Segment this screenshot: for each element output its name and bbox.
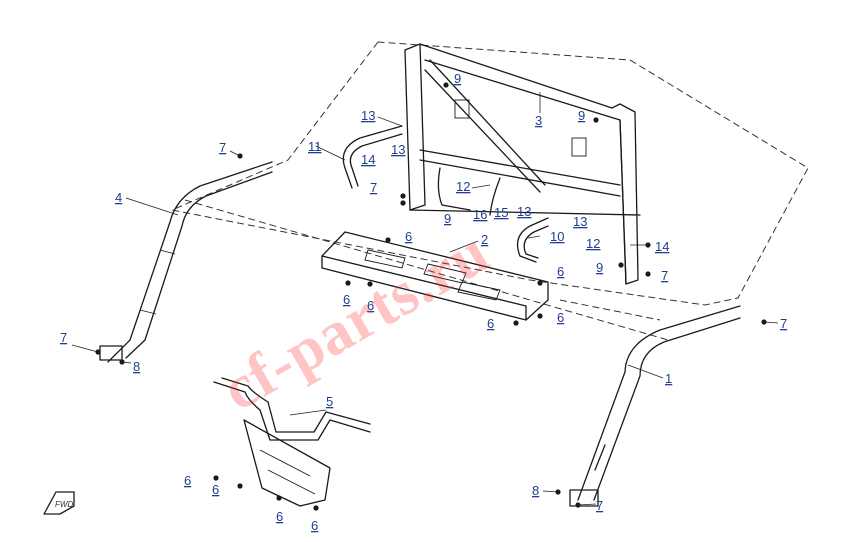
callout-part-6[interactable]: 6 <box>557 310 564 325</box>
leader-lines <box>71 92 779 506</box>
callout-part-7[interactable]: 7 <box>370 180 377 195</box>
callout-part-11[interactable]: 11 <box>308 139 322 154</box>
callout-part-6[interactable]: 6 <box>405 229 412 244</box>
callout-part-1[interactable]: 1 <box>665 371 672 386</box>
callout-part-7[interactable]: 7 <box>661 268 668 283</box>
callout-part-16[interactable]: 16 <box>473 207 487 222</box>
callout-part-6[interactable]: 6 <box>184 473 191 488</box>
callout-part-7[interactable]: 7 <box>60 330 67 345</box>
callout-part-6[interactable]: 6 <box>311 518 318 533</box>
fasteners <box>95 82 767 511</box>
callout-part-9[interactable]: 9 <box>454 71 461 86</box>
watermark: cf-parts.ru <box>211 218 501 424</box>
callout-part-13[interactable]: 13 <box>573 214 587 229</box>
callout-part-9[interactable]: 9 <box>444 211 451 226</box>
right-roll-bar-part-1 <box>569 305 741 507</box>
callout-part-13[interactable]: 13 <box>391 142 405 157</box>
callout-part-6[interactable]: 6 <box>557 264 564 279</box>
bent-tube-part-10 <box>516 217 549 263</box>
callout-part-7[interactable]: 7 <box>780 316 787 331</box>
front-handlebar-part-5 <box>213 377 371 507</box>
bent-tube-part-11 <box>342 125 403 189</box>
callout-part-6[interactable]: 6 <box>487 316 494 331</box>
callout-part-6[interactable]: 6 <box>343 292 350 307</box>
callout-part-13[interactable]: 13 <box>361 108 375 123</box>
callout-part-8[interactable]: 8 <box>133 359 140 374</box>
callout-part-12[interactable]: 12 <box>456 179 470 194</box>
callout-part-6[interactable]: 6 <box>212 482 219 497</box>
fwd-label: FWD <box>55 500 73 509</box>
callout-labels: 1 2 3 4 5 6 6 6 6 6 6 6 6 6 6 7 7 7 7 7 … <box>60 71 787 533</box>
callout-part-9[interactable]: 9 <box>596 260 603 275</box>
callout-part-4[interactable]: 4 <box>115 190 122 205</box>
crossbar-part-2 <box>321 231 549 321</box>
callout-part-5[interactable]: 5 <box>326 394 333 409</box>
callout-part-8[interactable]: 8 <box>532 483 539 498</box>
callout-part-7[interactable]: 7 <box>219 140 226 155</box>
callout-part-13[interactable]: 13 <box>517 204 531 219</box>
rear-frame-part-3 <box>404 43 641 285</box>
assembly-reference-outline <box>170 41 809 341</box>
callout-part-14[interactable]: 14 <box>655 239 669 254</box>
callout-part-6[interactable]: 6 <box>367 298 374 313</box>
forward-arrow-icon: FWD <box>43 491 75 515</box>
callout-part-3[interactable]: 3 <box>535 113 542 128</box>
callout-part-14[interactable]: 14 <box>361 152 375 167</box>
callout-part-2[interactable]: 2 <box>481 232 488 247</box>
hose-bundle-parts-12-15-16 <box>437 167 501 216</box>
callout-part-12[interactable]: 12 <box>586 236 600 251</box>
callout-part-7[interactable]: 7 <box>596 498 603 513</box>
left-roll-bar-part-4 <box>99 161 273 363</box>
callout-part-10[interactable]: 10 <box>550 229 564 244</box>
callout-part-15[interactable]: 15 <box>494 205 508 220</box>
callout-part-6[interactable]: 6 <box>276 509 283 524</box>
callout-part-9[interactable]: 9 <box>578 108 585 123</box>
